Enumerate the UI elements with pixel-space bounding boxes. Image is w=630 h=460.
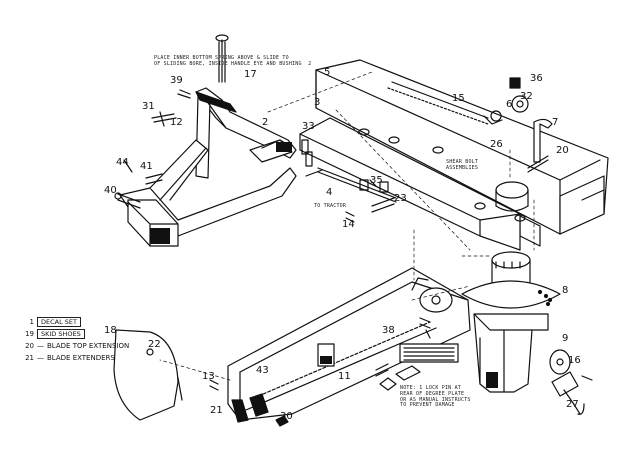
legend-label: BLADE EXTENDERS — [47, 354, 115, 362]
callout-12: 12 — [170, 117, 183, 128]
callout-27: 27 — [566, 399, 579, 410]
callout-4: 4 — [326, 187, 333, 198]
callout-8: 8 — [562, 285, 569, 296]
parts-legend: 1 DECAL SET 19 SKID SHOES 20 — BLADE TOP… — [20, 316, 129, 364]
callout-31: 31 — [142, 101, 155, 112]
caster-plate — [549, 349, 593, 415]
a-frame-hitch — [119, 87, 297, 247]
callout-18: 18 — [104, 325, 117, 336]
legend-label: DECAL SET — [37, 317, 81, 327]
hitch-pins — [114, 34, 229, 209]
callout-17: 17 — [244, 69, 257, 80]
callout-33: 33 — [302, 121, 315, 132]
callout-35: 35 — [370, 175, 383, 186]
spring-assembly — [387, 77, 553, 173]
legend-number: 21 — [25, 354, 34, 362]
legend-number: 20 — [25, 342, 34, 350]
callout-20: 20 — [556, 145, 569, 156]
lock-pin-note: NOTE: 1 LOCK PIN AT REAR OF DEGREE PLATE… — [400, 385, 471, 409]
pivot-column — [461, 251, 561, 393]
callout-3: 3 — [314, 97, 321, 108]
push-frame — [299, 59, 609, 251]
callout-26: 26 — [490, 139, 503, 150]
callout-5: 5 — [324, 67, 331, 78]
legend-row: 20 — BLADE TOP EXTENSION — [20, 340, 129, 352]
callout-30: 30 — [280, 411, 293, 422]
callout-7: 7 — [552, 117, 559, 128]
callout-11: 11 — [338, 371, 351, 382]
callout-9: 9 — [562, 333, 569, 344]
callout-36: 36 — [530, 73, 543, 84]
moldboard-blade — [227, 267, 471, 423]
to-tractor-label: TO TRACTOR — [314, 203, 347, 209]
shear-bolt-note: SHEAR BOLT ASSEMBLIES — [446, 159, 479, 171]
blade-end-plate — [113, 329, 183, 421]
legend-row: 21 — BLADE EXTENDERS — [20, 352, 129, 364]
callout-23: 23 — [394, 193, 407, 204]
callout-44: 44 — [116, 157, 129, 168]
trip-springs — [375, 343, 459, 391]
callout-6: 6 — [506, 99, 513, 110]
callout-16: 16 — [568, 355, 581, 366]
legend-row: 1 DECAL SET — [20, 316, 129, 328]
legend-number: 1 — [29, 318, 34, 326]
callout-39: 39 — [170, 75, 183, 86]
legend-dash: — — [37, 342, 44, 350]
callout-15: 15 — [452, 93, 465, 104]
callout-41: 41 — [140, 161, 153, 172]
legend-label: BLADE TOP EXTENSION — [47, 342, 130, 350]
top-assembly-note: PLACE INNER BOTTOM SPRING ABOVE & SLIDE … — [154, 55, 312, 67]
callout-43: 43 — [256, 365, 269, 376]
callout-2: 2 — [262, 117, 269, 128]
callout-14: 14 — [342, 219, 355, 230]
pivot-plate — [411, 277, 453, 339]
leader-lines — [159, 71, 535, 381]
callout-32: 32 — [520, 91, 533, 102]
legend-dash: — — [37, 354, 44, 362]
callout-13: 13 — [202, 371, 215, 382]
callout-40: 40 — [104, 185, 117, 196]
callout-38: 38 — [382, 325, 395, 336]
legend-row: 19 SKID SHOES — [20, 328, 129, 340]
callout-21: 21 — [210, 405, 223, 416]
hardware — [209, 139, 397, 427]
legend-label: SKID SHOES — [37, 329, 85, 339]
legend-number: 19 — [25, 330, 34, 338]
callout-22: 22 — [148, 339, 161, 350]
